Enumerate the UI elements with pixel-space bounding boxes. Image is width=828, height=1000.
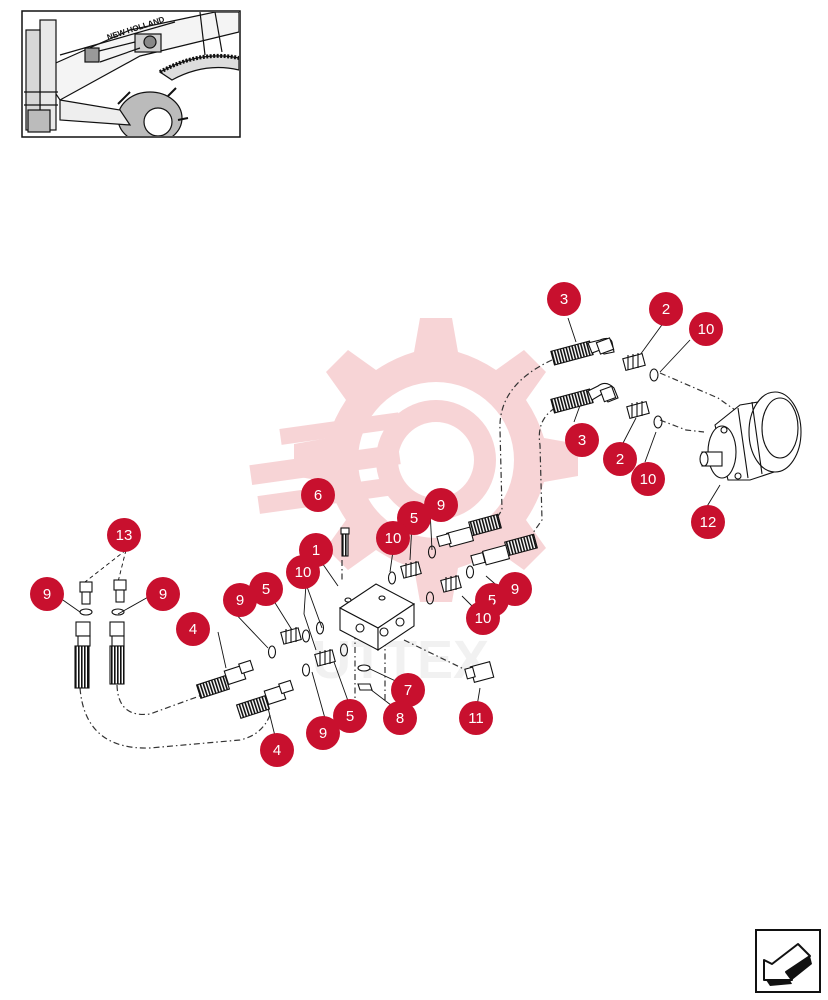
callout-5[interactable]: 5 — [249, 572, 283, 606]
svg-text:10: 10 — [698, 321, 715, 338]
hose-right-lower — [470, 533, 538, 567]
svg-text:9: 9 — [236, 592, 244, 609]
hose-routing-lines — [79, 359, 736, 749]
svg-text:8: 8 — [396, 710, 404, 727]
svg-text:10: 10 — [475, 610, 492, 627]
nut — [357, 683, 373, 691]
adapter-lower — [626, 400, 650, 420]
svg-text:2: 2 — [616, 451, 624, 468]
callout-2[interactable]: 2 — [603, 442, 637, 476]
svg-text:3: 3 — [560, 291, 568, 308]
callout-3[interactable]: 3 — [565, 423, 599, 457]
hose-far-left-2 — [109, 621, 125, 685]
svg-text:10: 10 — [385, 530, 402, 547]
fittings — [79, 579, 127, 605]
callouts: 1 2 2 3 3 4 4 5 5 5 5 6 7 8 9 9 9 9 9 9 … — [30, 282, 725, 767]
valve-block — [338, 583, 416, 652]
svg-text:13: 13 — [116, 527, 133, 544]
callout-12[interactable]: 12 — [691, 505, 725, 539]
svg-text:3: 3 — [578, 432, 586, 449]
adapter-block-left-upper — [280, 627, 302, 645]
svg-text:9: 9 — [437, 497, 445, 514]
svg-text:5: 5 — [346, 708, 354, 725]
svg-text:5: 5 — [262, 581, 270, 598]
callout-10[interactable]: 10 — [631, 462, 665, 496]
svg-text:7: 7 — [404, 682, 412, 699]
seal-block-right — [425, 591, 435, 605]
callout-5[interactable]: 5 — [333, 699, 367, 733]
seal-motor-lower — [653, 415, 663, 429]
callout-9[interactable]: 9 — [30, 577, 64, 611]
callout-9[interactable]: 9 — [146, 577, 180, 611]
callout-6[interactable]: 6 — [301, 478, 335, 512]
callout-9[interactable]: 9 — [306, 716, 340, 750]
adapter-upper — [622, 352, 646, 372]
bolt — [340, 527, 350, 557]
oring-top-right — [427, 545, 437, 559]
svg-text:4: 4 — [189, 621, 197, 638]
callout-10[interactable]: 10 — [689, 312, 723, 346]
hose-far-left-1 — [74, 621, 91, 689]
adapter-block-right-lower — [440, 575, 462, 593]
callout-9[interactable]: 9 — [498, 572, 532, 606]
svg-text:9: 9 — [43, 586, 51, 603]
callout-8[interactable]: 8 — [383, 701, 417, 735]
seal-block-top — [387, 571, 397, 585]
oring-left-2 — [111, 608, 125, 616]
oring-right-lower — [465, 565, 475, 579]
adapter-block-left-lower — [314, 649, 336, 667]
location-thumbnail: NEW HOLLAND — [21, 10, 241, 138]
adapter-block-right — [400, 561, 422, 579]
callout-4[interactable]: 4 — [260, 733, 294, 767]
next-page-arrow-icon[interactable] — [755, 929, 821, 993]
callout-4[interactable]: 4 — [176, 612, 210, 646]
callout-13[interactable]: 13 — [107, 518, 141, 552]
seal-block-left — [315, 621, 325, 635]
callout-10[interactable]: 10 — [376, 521, 410, 555]
svg-text:1: 1 — [312, 542, 320, 559]
callout-9[interactable]: 9 — [223, 583, 257, 617]
callout-10[interactable]: 10 — [466, 601, 500, 635]
callout-10[interactable]: 10 — [286, 555, 320, 589]
seal-motor-upper — [649, 368, 659, 382]
svg-text:10: 10 — [295, 564, 312, 581]
svg-text:5: 5 — [410, 510, 418, 527]
oring-far-left — [79, 608, 93, 616]
hose-upper — [550, 337, 615, 366]
svg-text:9: 9 — [511, 581, 519, 598]
callout-3[interactable]: 3 — [547, 282, 581, 316]
oring-left-lower — [301, 663, 311, 677]
plug — [464, 661, 495, 683]
callout-11[interactable]: 11 — [459, 701, 493, 735]
callout-7[interactable]: 7 — [391, 673, 425, 707]
hose-right-upper — [436, 513, 502, 548]
callout-9[interactable]: 9 — [424, 488, 458, 522]
hose-left-lower — [235, 679, 294, 719]
oring-left-block — [267, 645, 277, 659]
svg-text:10: 10 — [640, 471, 657, 488]
hydraulic-motor — [699, 391, 802, 481]
svg-text:9: 9 — [159, 586, 167, 603]
hose-lower — [550, 382, 619, 414]
callout-2[interactable]: 2 — [649, 292, 683, 326]
svg-text:6: 6 — [314, 487, 322, 504]
svg-text:4: 4 — [273, 742, 281, 759]
svg-text:11: 11 — [468, 710, 484, 727]
svg-text:2: 2 — [662, 301, 670, 318]
svg-text:5: 5 — [488, 592, 496, 609]
svg-text:9: 9 — [319, 725, 327, 742]
hose-left-upper — [195, 659, 254, 699]
svg-text:12: 12 — [700, 514, 717, 531]
washer — [357, 664, 371, 672]
